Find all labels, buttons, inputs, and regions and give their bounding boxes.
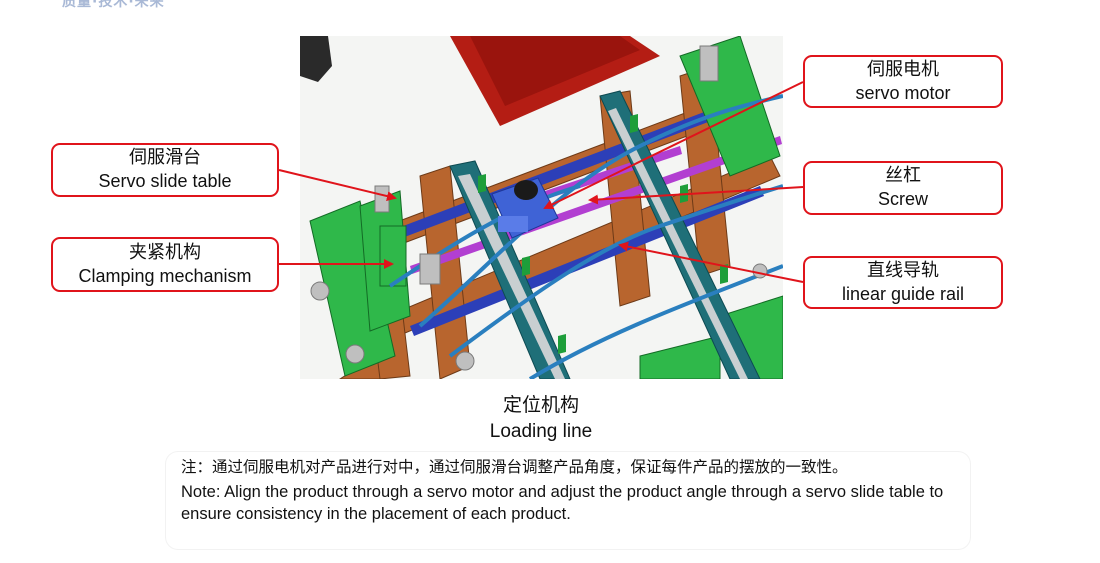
callout-screw: 丝杠 Screw [803, 161, 1003, 215]
callout-servo-slide-table-en: Servo slide table [98, 171, 232, 191]
callout-linear-guide-rail-cn: 直线导轨 [867, 259, 939, 281]
machine-render-image [300, 36, 783, 379]
note-cn: 注：通过伺服电机对产品进行对中，通过伺服滑台调整产品角度，保证每件产品的摆放的一… [181, 458, 848, 476]
callout-linear-guide-rail: 直线导轨 linear guide rail [803, 256, 1003, 309]
caption-cn: 定位机构 [502, 394, 579, 416]
callout-servo-slide-table-cn: 伺服滑台 [129, 147, 201, 168]
servo-motor-body [491, 177, 559, 239]
callout-screw-en: Screw [877, 189, 928, 209]
callout-servo-motor-cn: 伺服电机 [867, 58, 939, 80]
callout-servo-motor-en: servo motor [855, 82, 951, 103]
note-panel: 注：通过伺服电机对产品进行对中，通过伺服滑台调整产品角度，保证每件产品的摆放的一… [166, 452, 970, 549]
callout-linear-guide-rail-en: linear guide rail [841, 283, 965, 304]
brand-tagline: 质量·技术·未来 [62, 0, 165, 10]
dark-housing [300, 36, 332, 82]
caption-en: Loading line [489, 421, 593, 442]
callout-screw-cn: 丝杠 [885, 165, 921, 186]
callout-servo-motor: 伺服电机 servo motor [803, 55, 1003, 108]
note-en: Note: Align the product through a servo … [181, 483, 944, 523]
callout-clamping-mechanism-cn: 夹紧机构 [129, 241, 201, 263]
callout-clamping-mechanism: 夹紧机构 Clamping mechanism [51, 237, 279, 292]
callout-servo-slide-table: 伺服滑台 Servo slide table [51, 143, 279, 197]
callout-clamping-mechanism-en: Clamping mechanism [78, 265, 252, 286]
machine-illustration [300, 36, 783, 379]
figure-caption: 定位机构 Loading line [441, 392, 641, 446]
